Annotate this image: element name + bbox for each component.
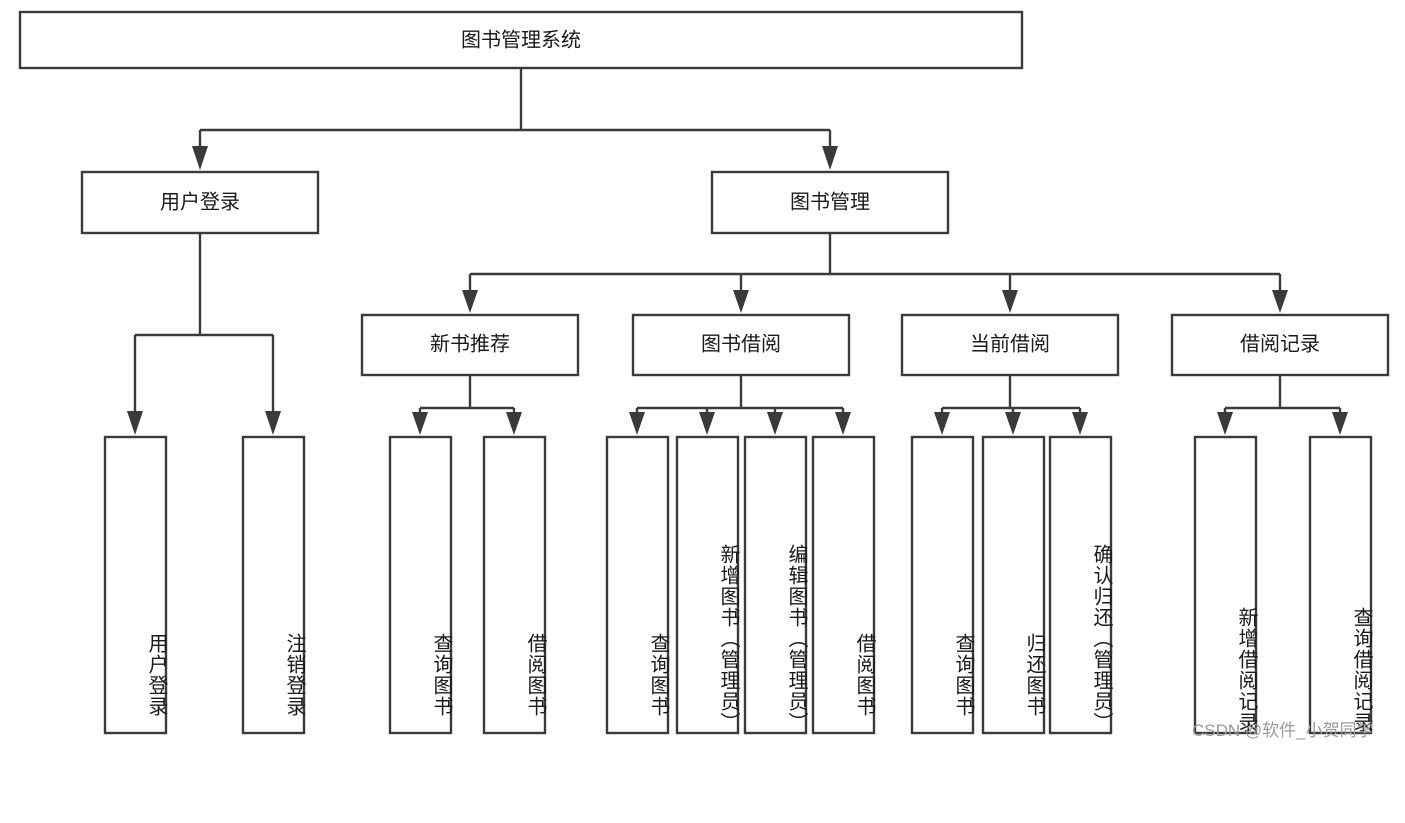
leaf-box-br-query[interactable]	[1308, 435, 1373, 735]
node-book-management[interactable]: 图书管理	[710, 170, 950, 235]
node-user-login[interactable]: 用户登录	[80, 170, 320, 235]
arrow-head-cb-return	[1005, 412, 1021, 435]
leaf-box-cb-return[interactable]	[981, 435, 1046, 735]
arrow-head-user-login	[192, 146, 208, 170]
node-book-management-box[interactable]	[710, 170, 950, 235]
leaf-box-newbook-query[interactable]	[388, 435, 453, 735]
arrow-head-new-book	[462, 290, 478, 313]
connector-group-user-login	[127, 233, 281, 435]
diagram-canvas: 图书管理系统 用户登录 图书管理 新书推荐 图书借阅 当前借阅 借阅记录	[18, 10, 1390, 735]
node-new-book-recommend-box[interactable]	[360, 313, 580, 377]
arrow-head-leaf-user-login	[127, 411, 143, 435]
leaf-box-br-add[interactable]	[1193, 435, 1258, 735]
node-root-label: 图书管理系统	[461, 28, 581, 51]
node-borrow-record[interactable]: 借阅记录	[1170, 313, 1390, 377]
arrow-head-cb-query	[934, 412, 950, 435]
arrow-head-current-borrow	[1002, 290, 1018, 313]
node-borrow-record-box[interactable]	[1170, 313, 1390, 377]
node-current-borrow-box[interactable]	[900, 313, 1120, 377]
connector-group-root	[192, 68, 838, 170]
arrow-head-br-query	[1332, 412, 1348, 435]
arrow-head-newbook-query	[412, 412, 428, 435]
connector-group-book-manage	[462, 233, 1288, 313]
connector-group-new-book	[412, 375, 522, 435]
diagram-root: 图书管理系统 用户登录 图书管理 新书推荐 图书借阅 当前借阅 借阅记录	[18, 10, 1390, 740]
node-new-book-recommend-label: 新书推荐	[430, 332, 510, 355]
node-root-box[interactable]	[18, 10, 1024, 70]
arrow-head-bb-borrow	[835, 412, 851, 435]
node-current-borrow[interactable]: 当前借阅	[900, 313, 1120, 377]
leaf-box-bb-edit[interactable]	[743, 435, 808, 735]
leaf-box-bb-add[interactable]	[675, 435, 740, 735]
node-borrow-record-label: 借阅记录	[1240, 332, 1320, 355]
node-book-management-label: 图书管理	[790, 190, 870, 213]
connector-group-borrow-record	[1217, 375, 1348, 435]
node-book-borrow-box[interactable]	[631, 313, 851, 377]
arrow-head-book-manage	[822, 146, 838, 170]
node-new-book-recommend[interactable]: 新书推荐	[360, 313, 580, 377]
leaf-box-newbook-borrow[interactable]	[482, 435, 547, 735]
arrow-head-bb-add	[699, 412, 715, 435]
node-book-borrow-label: 图书借阅	[701, 332, 781, 355]
arrow-head-bb-edit	[767, 412, 783, 435]
arrow-head-borrow-record	[1272, 290, 1288, 313]
node-book-borrow[interactable]: 图书借阅	[631, 313, 851, 377]
arrow-head-br-add	[1217, 412, 1233, 435]
arrow-head-book-borrow	[733, 290, 749, 313]
leaf-boxes	[103, 435, 1373, 735]
node-current-borrow-label: 当前借阅	[970, 332, 1050, 355]
node-user-login-label: 用户登录	[160, 190, 240, 213]
leaf-box-bb-query[interactable]	[605, 435, 670, 735]
leaf-box-cb-confirm[interactable]	[1048, 435, 1113, 735]
connector-group-book-borrow	[629, 375, 851, 435]
leaf-box-user-login[interactable]	[103, 435, 168, 735]
node-root[interactable]: 图书管理系统	[18, 10, 1024, 70]
leaf-box-user-logout[interactable]	[241, 435, 306, 735]
csdn-watermark: CSDN @软件_小贺同学	[1192, 721, 1374, 740]
arrow-head-bb-query	[629, 412, 645, 435]
leaf-box-cb-query[interactable]	[910, 435, 975, 735]
arrow-head-leaf-user-logout	[265, 411, 281, 435]
node-user-login-box[interactable]	[80, 170, 320, 235]
connector-group-current-borrow	[934, 375, 1088, 435]
leaf-box-bb-borrow[interactable]	[811, 435, 876, 735]
arrow-head-newbook-borrow	[506, 412, 522, 435]
arrow-head-cb-confirm	[1072, 412, 1088, 435]
